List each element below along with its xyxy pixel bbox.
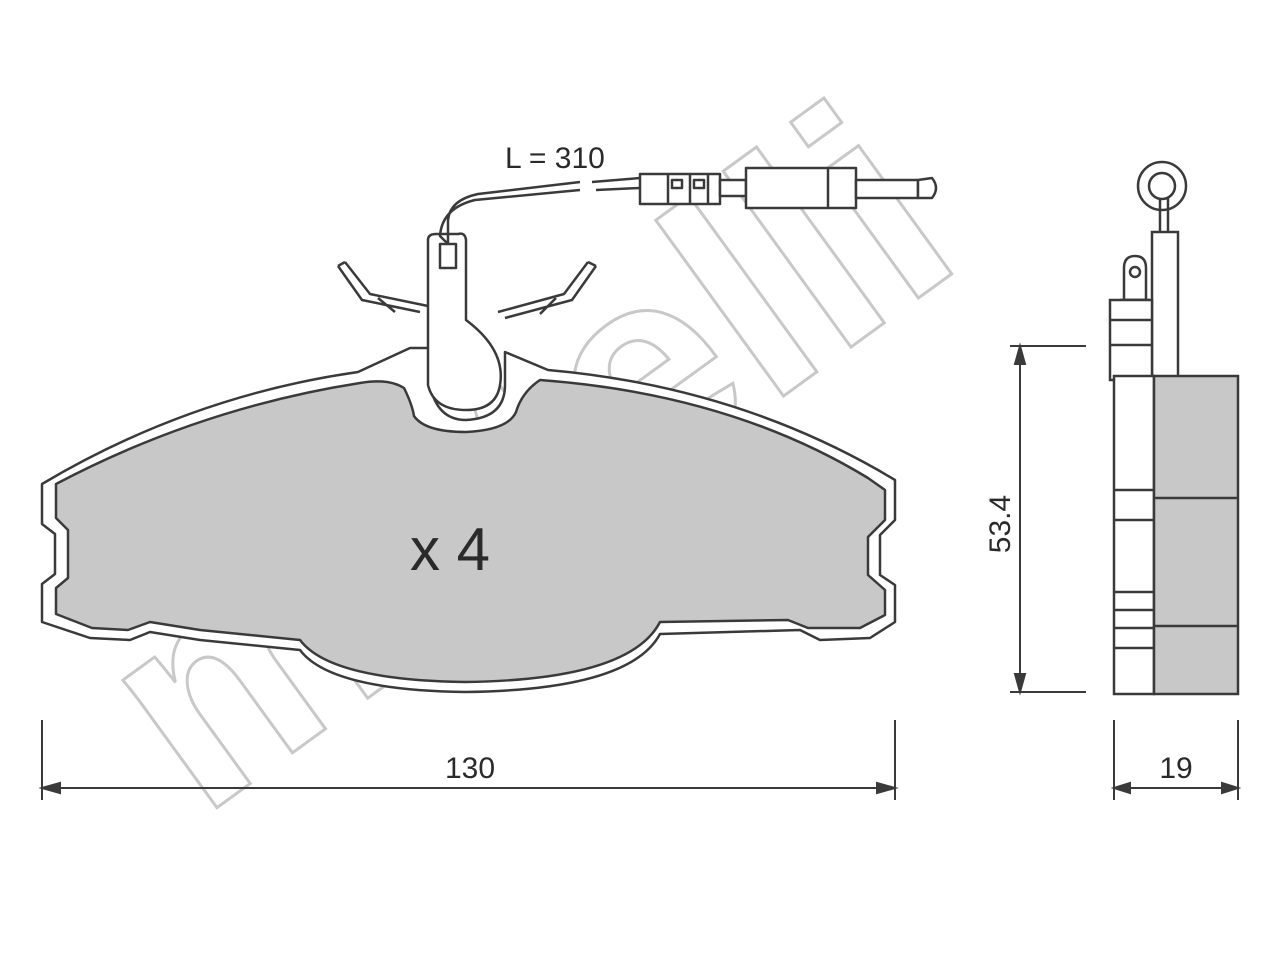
quantity-label: x 4 <box>410 516 490 583</box>
friction-material <box>54 378 887 684</box>
width-dimension <box>38 720 899 800</box>
spring-clip-left <box>336 260 429 314</box>
front-view <box>40 166 938 694</box>
sensor-mount-tab <box>426 232 502 412</box>
spring-clip-right <box>497 260 598 320</box>
sensor-connector <box>638 166 938 210</box>
thickness-dimension-label: 19 <box>1159 752 1192 785</box>
thickness-dimension <box>1110 720 1242 800</box>
height-dimension-label: 53.4 <box>984 495 1017 553</box>
side-view <box>1108 160 1240 696</box>
sensor-wire-break <box>591 176 641 192</box>
sensor-wire <box>438 180 581 245</box>
width-dimension-label: 130 <box>445 752 495 785</box>
cable-length-label: L = 310 <box>505 142 605 175</box>
side-friction-material <box>1152 374 1240 696</box>
side-backing-plate <box>1112 374 1156 696</box>
height-dimension <box>1010 342 1086 696</box>
sensor-tab-hole <box>438 242 458 270</box>
